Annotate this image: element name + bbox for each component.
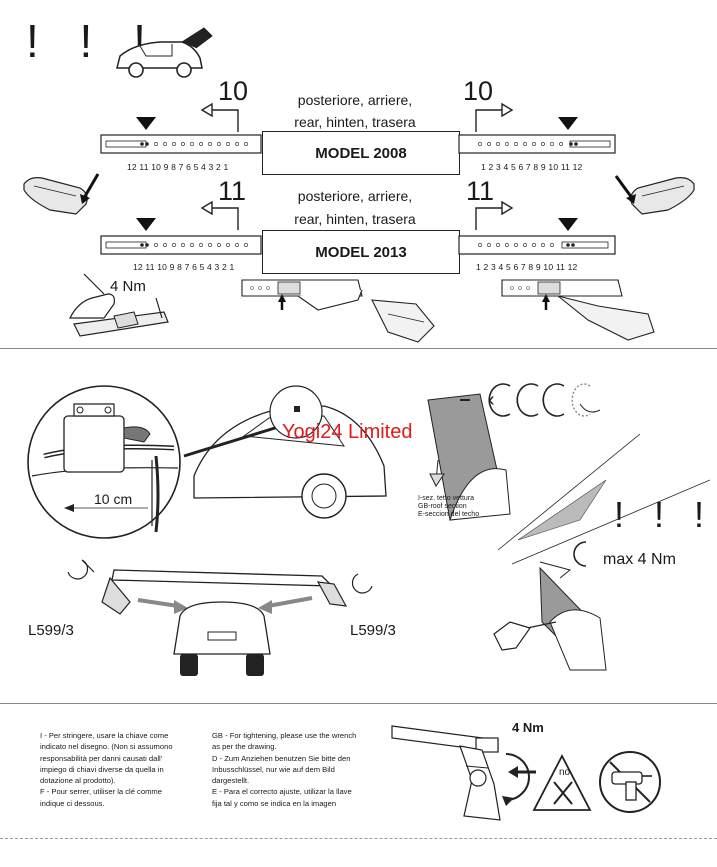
instr-col2-line: dargestellt. — [212, 776, 250, 786]
no-drill-icon — [599, 751, 661, 813]
foot-bracket-left-icon — [23, 173, 100, 215]
ruler-left-2013 — [100, 235, 262, 255]
ruler-scale-right-2008: 1 2 3 4 5 6 7 8 9 10 11 12 — [481, 162, 583, 172]
no-label: no — [559, 767, 571, 778]
lang-label-line1-2013: posteriore, arriere, — [297, 188, 413, 204]
pointer-triangle-right-2008 — [558, 117, 578, 130]
ruler-scale-left-2008: 12 11 10 9 8 7 6 5 4 3 2 1 — [127, 162, 229, 172]
instr-col2-line: E - Para el correcto ajuste, utilizar la… — [212, 787, 352, 797]
roof-section-label-it: I-sez. tetto vettura — [418, 495, 475, 502]
model-2013-label: MODEL 2013 — [262, 230, 460, 274]
instr-col2-line: GB - For tightening, please use the wren… — [212, 731, 357, 740]
roof-section-label-gb: GB-roof section — [418, 503, 467, 510]
instr-col1-line: I - Per stringere, usare la chiave come — [40, 731, 169, 740]
instr-col2-line: D - Zum Anziehen benutzen Sie bitte den — [212, 753, 351, 763]
hole-number-right-2008: 10 — [463, 76, 494, 106]
lang-label-line1-2008: posteriore, arriere, — [297, 92, 413, 108]
arrow-left-icon — [200, 200, 239, 230]
section-divider-bottom — [0, 838, 717, 839]
instr-col2-line: fija tal y como se indica en la imagen — [212, 798, 337, 808]
arrow-right-icon — [475, 102, 514, 132]
torque-label-bottom: 4 Nm — [512, 720, 544, 735]
ruler-scale-right-2013: 1 2 3 4 5 6 7 8 9 10 11 12 — [476, 262, 578, 272]
arrow-left-icon — [200, 102, 239, 132]
hand-tightening-illustration — [69, 273, 169, 337]
pointer-triangle-left-2013 — [136, 218, 156, 231]
section-divider-top — [0, 348, 717, 349]
instr-col1-line: responsabilità per danni causati dall' — [40, 753, 163, 763]
torque-label-top: 4 Nm — [110, 278, 146, 295]
model-2008-label: MODEL 2008 — [262, 131, 460, 175]
ruler-right-2013 — [458, 235, 616, 255]
rail-foot-detail-left — [241, 279, 435, 343]
hole-number-left-2008: 10 — [218, 76, 249, 106]
instructions-col2: GB - For tightening, please use the wren… — [212, 730, 382, 809]
pointer-triangle-right-2013 — [558, 218, 578, 231]
instructions-col1: I - Per stringere, usare la chiave come … — [40, 730, 202, 809]
instr-col1-line: impiego di chiavi diverse da quella in — [40, 764, 164, 774]
lang-label-line2-2008: rear, hinten, trasera — [294, 114, 416, 130]
instr-col2-line: Inbusschlüssel, nur wie auf dem Bild — [212, 764, 335, 774]
instr-col1-line: F - Pour serrer, utiliser la clé comme — [40, 787, 162, 797]
watermark-text: Yogi24 Limited — [282, 421, 413, 443]
svg-text:‹: ‹ — [488, 389, 495, 411]
clamp-installation-diagram: ‹ — [427, 383, 710, 671]
rail-foot-detail-right — [501, 279, 655, 341]
instr-col1-line: dotazione al prodotto). — [40, 776, 116, 786]
car-trunk-icon — [116, 27, 213, 78]
car-side-mounting-illustration — [27, 385, 387, 539]
distance-label: 10 cm — [94, 491, 133, 507]
arrow-right-icon — [475, 200, 514, 230]
part-code-right: L599/3 — [350, 622, 396, 639]
instr-col1-line: indicato nel disegno. (Non si assumono — [40, 742, 173, 752]
no-power-tool-warning-triangle — [532, 754, 592, 811]
ruler-scale-left-2013: 12 11 10 9 8 7 6 5 4 3 2 1 — [133, 262, 235, 272]
foot-bracket-right-icon — [614, 175, 695, 215]
wrench-tightening-illustration — [391, 725, 536, 821]
part-code-left: L599/3 — [28, 622, 74, 639]
torque-max-label: max 4 Nm — [603, 551, 676, 568]
warning-exclamations-middle: ! ! ! — [614, 494, 715, 535]
roof-section-label-es: E-seccion del techo — [418, 511, 480, 518]
hole-number-left-2013: 11 — [218, 176, 247, 206]
instr-col2-line: as per the drawing. — [212, 742, 277, 752]
ruler-right-2008 — [458, 134, 616, 154]
roof-bar-illustration — [67, 559, 373, 676]
hole-number-right-2013: 11 — [466, 176, 495, 206]
ruler-left-2008 — [100, 134, 262, 154]
lang-label-line2-2013: rear, hinten, trasera — [294, 211, 416, 227]
section-divider-middle — [0, 703, 717, 704]
instr-col1-line: indique ci dessous. — [40, 798, 105, 808]
pointer-triangle-left-2008 — [136, 117, 156, 130]
